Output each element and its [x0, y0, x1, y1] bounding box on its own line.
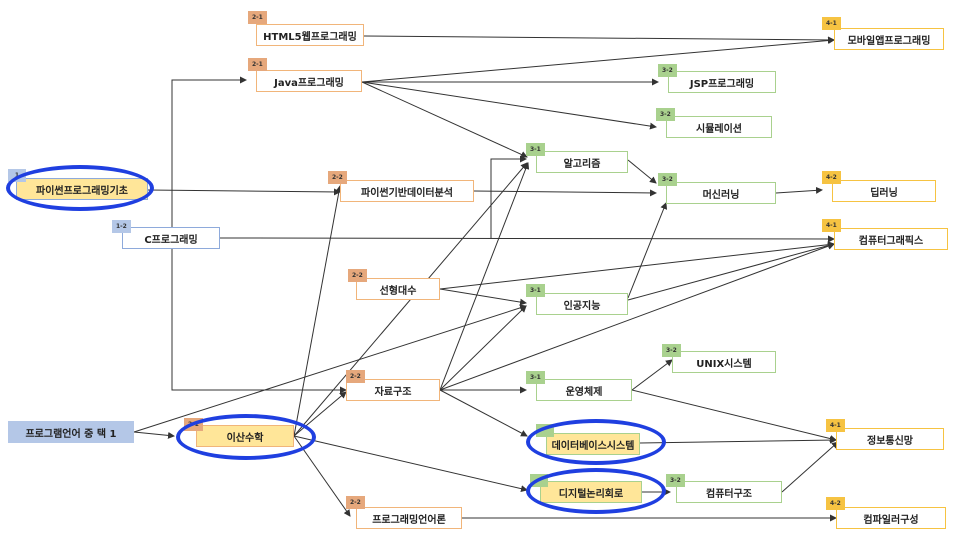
node-label: 프로그램언어 중 택 1 — [25, 428, 117, 440]
node-computer-architecture: 컴퓨터구조 — [676, 481, 782, 503]
node-label: 파이썬기반데이터분석 — [361, 187, 453, 199]
edge — [293, 185, 343, 437]
node-label: C프로그래밍 — [144, 234, 198, 246]
semester-badge: 3-2 — [656, 108, 675, 121]
node-label: HTML5웹프로그래밍 — [263, 31, 357, 43]
highlight-circle-database — [526, 419, 666, 465]
node-label: 시뮬레이션 — [696, 123, 742, 135]
node-label: 알고리즘 — [563, 158, 601, 170]
semester-badge: 4-1 — [822, 17, 841, 30]
edge — [361, 81, 528, 158]
edge — [631, 389, 837, 442]
node-label: 컴퓨터구조 — [706, 488, 752, 500]
edge — [293, 435, 528, 493]
edge — [439, 288, 527, 306]
edge — [361, 81, 657, 130]
node-label: 운영체제 — [565, 386, 603, 398]
edge — [133, 431, 175, 439]
edge — [631, 359, 673, 391]
edge — [490, 155, 527, 238]
highlight-circle-discrete-math — [176, 414, 316, 460]
node-python-data-analysis: 파이썬기반데이터분석 — [340, 180, 474, 202]
node-label: UNIX시스템 — [696, 358, 752, 370]
node-unix-system: UNIX시스템 — [672, 351, 776, 373]
edge — [775, 186, 823, 194]
node-label: 프로그래밍언어론 — [372, 514, 446, 526]
node-label: JSP프로그래밍 — [689, 78, 755, 90]
edge — [627, 202, 668, 299]
semester-badge: 2-2 — [348, 269, 367, 282]
node-programming-language-theory: 프로그래밍언어론 — [356, 507, 462, 529]
edge — [439, 305, 527, 391]
semester-badge: 3-2 — [666, 474, 685, 487]
semester-badge: 4-1 — [822, 219, 841, 232]
edge — [171, 228, 347, 394]
highlight-circle-digital-logic — [526, 468, 666, 514]
node-label: 딥러닝 — [870, 187, 898, 199]
node-machine-learning: 머신러닝 — [666, 182, 776, 204]
semester-badge: 2-1 — [248, 58, 267, 71]
node-compiler-construction: 컴파일러구성 — [836, 507, 946, 529]
semester-badge: 4-2 — [822, 171, 841, 184]
semester-badge: 2-1 — [248, 11, 267, 24]
edge — [439, 242, 835, 391]
edge — [639, 436, 837, 444]
node-label: 인공지능 — [563, 300, 601, 312]
semester-badge: 3-1 — [526, 143, 545, 156]
node-java-programming: Java프로그래밍 — [256, 70, 362, 92]
semester-badge: 4-2 — [826, 497, 845, 510]
node-label: 머신러닝 — [702, 189, 740, 201]
node-simulation: 시뮬레이션 — [666, 116, 772, 138]
highlight-circle-python-basics — [6, 165, 154, 211]
edge — [439, 162, 530, 391]
edge — [627, 242, 835, 301]
node-label: 컴파일러구성 — [863, 514, 919, 526]
semester-badge: 4-1 — [826, 419, 845, 432]
node-label: 자료구조 — [374, 386, 412, 398]
edge — [171, 76, 247, 228]
semester-badge: 3-1 — [526, 284, 545, 297]
node-deep-learning: 딥러닝 — [832, 180, 936, 202]
node-information-networks: 정보통신망 — [836, 428, 944, 450]
node-linear-algebra: 선형대수 — [356, 278, 440, 300]
node-mobile-app-programming: 모바일앱프로그래밍 — [834, 28, 944, 50]
node-data-structures: 자료구조 — [346, 379, 440, 401]
node-html5-web-programming: HTML5웹프로그래밍 — [256, 24, 364, 46]
edge — [219, 235, 835, 243]
edge — [133, 304, 527, 433]
node-label: 컴퓨터그래픽스 — [858, 235, 924, 247]
edge — [439, 389, 528, 437]
node-algorithms: 알고리즘 — [536, 151, 628, 173]
semester-badge: 2-2 — [328, 171, 347, 184]
edge — [361, 37, 835, 83]
edge — [473, 189, 657, 197]
node-jsp-programming: JSP프로그래밍 — [668, 71, 776, 93]
node-label: Java프로그래밍 — [274, 77, 344, 89]
node-computer-graphics: 컴퓨터그래픽스 — [834, 228, 948, 250]
edge — [439, 241, 835, 290]
edge — [363, 35, 835, 44]
semester-badge: 2-2 — [346, 370, 365, 383]
node-operating-systems: 운영체제 — [536, 379, 632, 401]
semester-badge: 1-2 — [112, 220, 131, 233]
edge — [781, 441, 839, 493]
edge — [627, 159, 657, 184]
semester-badge: 3-2 — [658, 173, 677, 186]
node-label: 모바일앱프로그래밍 — [847, 35, 931, 47]
node-label: 선형대수 — [379, 285, 417, 297]
node-label: 정보통신망 — [867, 435, 913, 447]
edge — [147, 188, 341, 196]
semester-badge: 3-2 — [662, 344, 681, 357]
semester-badge: 3-2 — [658, 64, 677, 77]
semester-badge: 3-1 — [526, 371, 545, 384]
node-elective-language: 프로그램언어 중 택 1 — [8, 421, 134, 443]
node-artificial-intelligence: 인공지능 — [536, 293, 628, 315]
node-c-programming: C프로그래밍 — [122, 227, 220, 249]
semester-badge: 2-2 — [346, 496, 365, 509]
